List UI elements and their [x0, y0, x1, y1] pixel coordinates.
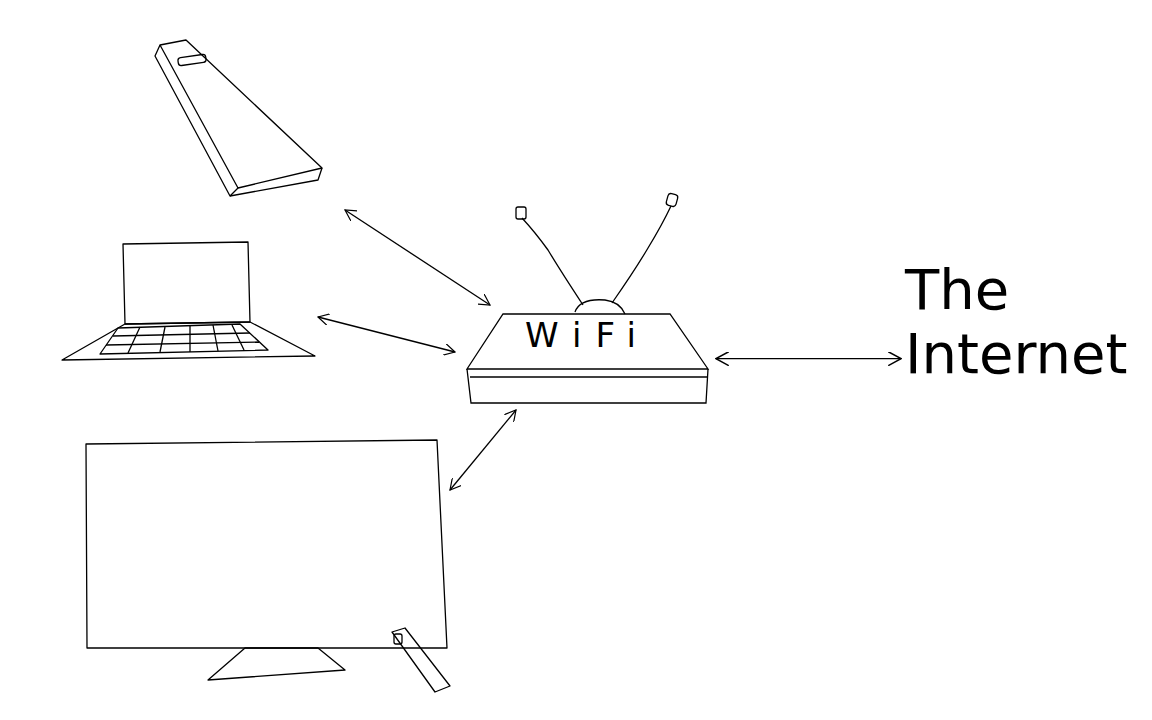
- tv-drawing: [86, 440, 450, 692]
- laptop-drawing: [62, 242, 315, 360]
- link-arrow: [716, 358, 901, 359]
- cloud-label: The Internet: [905, 258, 1136, 386]
- router-box: WiFi: [465, 302, 710, 405]
- link-arrow: [318, 210, 516, 490]
- phone-drawing: [155, 40, 322, 196]
- network-label: The Internet: [905, 258, 1136, 386]
- router-label: WiFi: [465, 316, 710, 355]
- router-antenna: [516, 193, 678, 314]
